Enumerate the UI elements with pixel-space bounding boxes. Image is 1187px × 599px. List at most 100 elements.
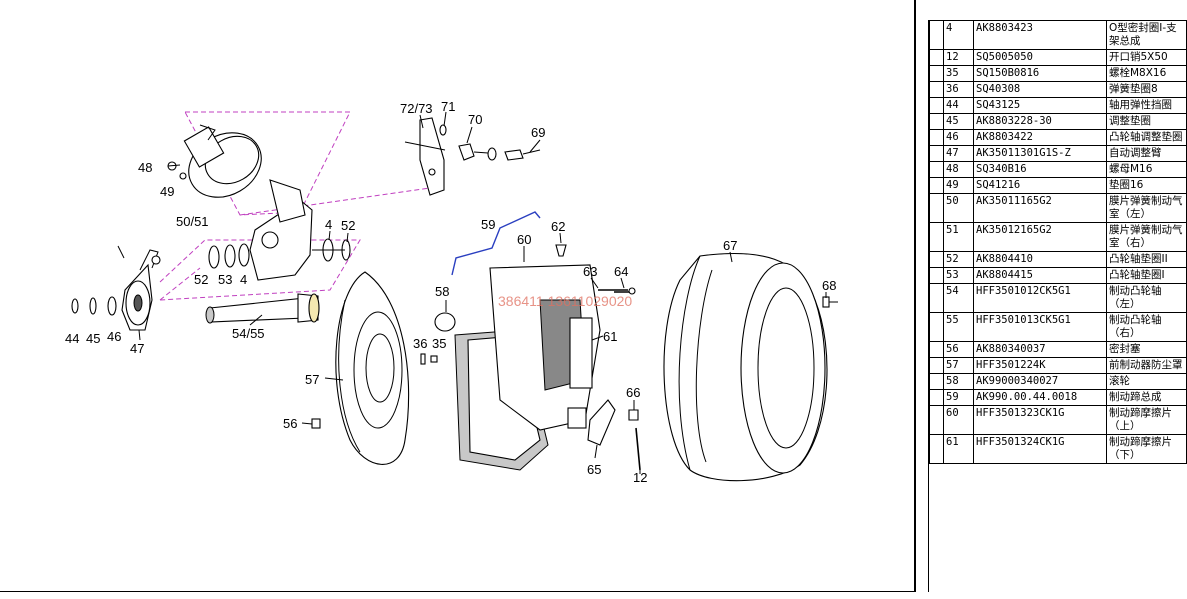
row-marker-cell: [929, 113, 944, 130]
slack-adjuster: [117, 245, 161, 331]
bolts-35-36: [420, 353, 438, 365]
part-number-cell: 49: [943, 177, 974, 194]
part-number-cell: 61: [943, 434, 974, 464]
callout-4-top: 4: [325, 217, 332, 232]
part-code-cell: AK8803228-30: [973, 113, 1107, 130]
callout-labels: 72/73 71 70 69 48 49 50/51 4 52 59 62 60…: [65, 99, 836, 485]
callout-68: 68: [822, 278, 836, 293]
row-marker-cell: [929, 81, 944, 98]
row-marker-cell: [929, 283, 944, 313]
callout-66: 66: [626, 385, 640, 400]
part-number-cell: 36: [943, 81, 974, 98]
part-name-cell: 密封塞: [1106, 341, 1187, 358]
brake-drum: [663, 252, 828, 482]
sensor-bracket: [404, 117, 541, 196]
part-name-cell: 凸轮轴调整垫圈: [1106, 129, 1187, 146]
row-marker-cell: [929, 405, 944, 435]
row-marker-cell: [929, 222, 944, 252]
seal-rings-left: [208, 243, 250, 269]
part-code-cell: HFF3501013CK5G1: [973, 312, 1107, 342]
part-code-cell: AK880340037: [973, 341, 1107, 358]
nut-washer-48-49: [167, 161, 187, 180]
callout-45: 45: [86, 331, 100, 346]
part-name-cell: 凸轮轴垫圈II: [1106, 251, 1187, 268]
part-number-cell: 54: [943, 283, 974, 313]
washers: [71, 296, 117, 316]
callout-70: 70: [468, 112, 482, 127]
part-number-cell: 4: [943, 20, 974, 50]
callout-69: 69: [531, 125, 545, 140]
part-name-cell: 垫圈16: [1106, 177, 1187, 194]
callout-52-top: 52: [341, 218, 355, 233]
callout-59: 59: [481, 217, 495, 232]
part-number-cell: 58: [943, 373, 974, 390]
row-marker-cell: [929, 373, 944, 390]
row-marker-cell: [929, 251, 944, 268]
anchor-pins: [598, 287, 636, 295]
dust-shield: [335, 271, 410, 465]
callout-67: 67: [723, 238, 737, 253]
part-number-cell: 48: [943, 161, 974, 178]
part-name-cell: 制动蹄摩擦片（下）: [1106, 434, 1187, 464]
row-marker-cell: [929, 161, 944, 178]
camshaft-bracket: [249, 179, 313, 281]
exploded-brake-diagram: 72/73 71 70 69 48 49 50/51 4 52 59 62 60…: [65, 99, 838, 485]
part-number-cell: 35: [943, 65, 974, 82]
callout-53: 53: [218, 272, 232, 287]
part-name-cell: 制动蹄总成: [1106, 389, 1187, 406]
part-code-cell: SQ41216: [973, 177, 1107, 194]
row-marker-cell: [929, 434, 944, 464]
part-code-cell: SQ43125: [973, 97, 1107, 114]
part-code-cell: AK35011301G1S-Z: [973, 145, 1107, 162]
row-marker-cell: [929, 145, 944, 162]
row-marker-cell: [929, 357, 944, 374]
part-name-cell: 调整垫圈: [1106, 113, 1187, 130]
part-name-cell: 螺栓M8X16: [1106, 65, 1187, 82]
row-marker-cell: [929, 49, 944, 66]
callout-leaders: [138, 111, 827, 474]
callout-54-55: 54/55: [232, 326, 265, 341]
part-code-cell: SQ340B16: [973, 161, 1107, 178]
callout-60: 60: [517, 232, 531, 247]
brake-camshaft: [205, 293, 320, 324]
part-code-cell: SQ150B0816: [973, 65, 1107, 82]
part-name-cell: 制动凸轮轴（右）: [1106, 312, 1187, 342]
row-marker-cell: [929, 193, 944, 223]
frame-border: [914, 0, 916, 592]
row-marker-cell: [929, 177, 944, 194]
callout-35: 35: [432, 336, 446, 351]
part-name-cell: 弹簧垫圈8: [1106, 81, 1187, 98]
row-marker-cell: [929, 20, 944, 50]
seal-plug: [311, 418, 321, 429]
part-code-cell: AK990.00.44.0018: [973, 389, 1107, 406]
part-number-cell: 51: [943, 222, 974, 252]
callout-61: 61: [603, 329, 617, 344]
part-name-cell: 自动调整臂: [1106, 145, 1187, 162]
shoe-assembly-bracket: [451, 211, 541, 276]
part-name-cell: 螺母M16: [1106, 161, 1187, 178]
part-number-cell: 59: [943, 389, 974, 406]
roller-pin-parts: [567, 399, 641, 471]
row-marker-cell: [929, 389, 944, 406]
callout-65: 65: [587, 462, 601, 477]
callout-36: 36: [413, 336, 427, 351]
callout-4-left: 4: [240, 272, 247, 287]
part-name-cell: 制动蹄摩擦片（上）: [1106, 405, 1187, 435]
part-name-cell: 凸轮轴垫圈I: [1106, 267, 1187, 284]
part-code-cell: AK8803422: [973, 129, 1107, 146]
part-number-cell: 12: [943, 49, 974, 66]
part-code-cell: HFF3501323CK1G: [973, 405, 1107, 435]
callout-58: 58: [435, 284, 449, 299]
row-marker-cell: [929, 129, 944, 146]
part-name-cell: 滚轮: [1106, 373, 1187, 390]
